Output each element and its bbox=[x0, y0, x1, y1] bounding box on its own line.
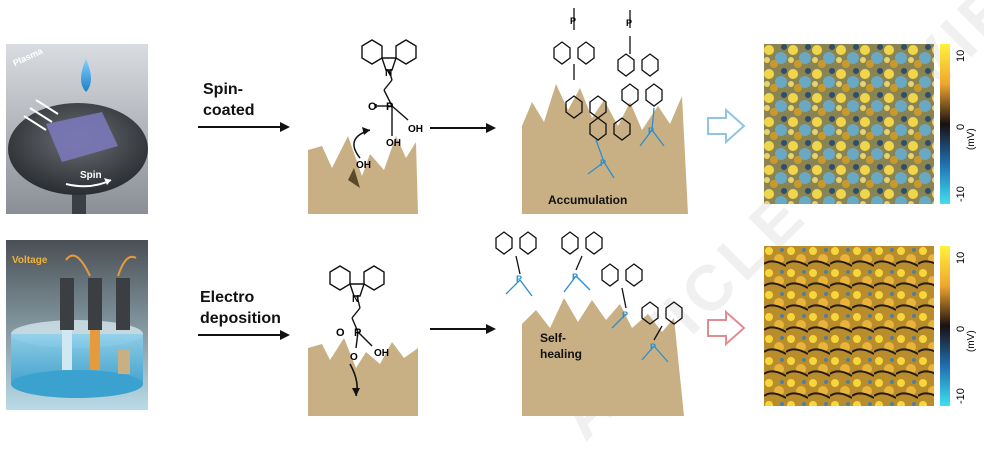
electrodeposition-photo bbox=[6, 240, 148, 410]
svg-text:-10: -10 bbox=[955, 186, 967, 202]
substrate-with-molecule: P O OH OH OH N bbox=[308, 39, 423, 214]
accumulation-label: Accumulation bbox=[548, 193, 627, 207]
svg-text:OH: OH bbox=[374, 348, 389, 359]
accumulation-surface: P P P P Accumulation bbox=[522, 8, 688, 214]
surface-potential-map bbox=[764, 246, 934, 406]
svg-text:P: P bbox=[622, 310, 628, 320]
surface-potential-map bbox=[764, 44, 934, 204]
process-arrow bbox=[198, 122, 290, 132]
self-healing-label: Self- healing bbox=[540, 331, 583, 361]
process-arrow bbox=[430, 123, 496, 133]
substrate-with-deprotonated-molecule: N P O OH O bbox=[308, 265, 418, 416]
red-open-arrow bbox=[707, 310, 746, 346]
phosphorus-label: P bbox=[386, 101, 393, 113]
spin-label: Spin bbox=[80, 170, 102, 181]
svg-text:O: O bbox=[336, 327, 345, 339]
svg-text:P: P bbox=[650, 342, 656, 352]
svg-text:0: 0 bbox=[955, 124, 967, 130]
svg-text:N: N bbox=[385, 68, 392, 79]
svg-text:P: P bbox=[626, 18, 632, 28]
svg-text:P: P bbox=[570, 16, 576, 26]
svg-text:10: 10 bbox=[955, 50, 967, 62]
svg-text:(mV): (mV) bbox=[966, 128, 977, 150]
blue-open-arrow bbox=[707, 108, 746, 144]
svg-text:-10: -10 bbox=[955, 388, 967, 404]
svg-text:O: O bbox=[350, 352, 358, 363]
svg-text:P: P bbox=[600, 158, 606, 168]
carbazole-icon bbox=[361, 39, 417, 136]
svg-text:(mV): (mV) bbox=[966, 330, 977, 352]
method-label-spin-coated: Spin- coated bbox=[203, 81, 255, 119]
self-healing-surface: P P P P bbox=[495, 231, 684, 416]
colorbar bbox=[940, 44, 950, 204]
svg-text:OH: OH bbox=[408, 124, 423, 135]
spin-coater-photo bbox=[6, 44, 148, 214]
process-arrow bbox=[430, 324, 496, 334]
colorbar-labels: 10 0 (mV) -10 bbox=[955, 50, 977, 202]
voltage-label: Voltage bbox=[12, 255, 48, 266]
svg-text:OH: OH bbox=[386, 138, 401, 149]
colorbar bbox=[940, 246, 950, 406]
svg-text:10: 10 bbox=[955, 252, 967, 264]
svg-text:N: N bbox=[352, 294, 359, 305]
process-arrow bbox=[198, 330, 290, 340]
svg-text:P: P bbox=[648, 126, 654, 136]
svg-text:OH: OH bbox=[356, 160, 371, 171]
colorbar-labels: 10 0 (mV) -10 bbox=[955, 252, 977, 404]
svg-text:P: P bbox=[516, 274, 522, 284]
svg-text:P: P bbox=[572, 272, 578, 282]
svg-text:0: 0 bbox=[955, 326, 967, 332]
svg-text:P: P bbox=[354, 327, 361, 339]
method-label-electrodeposition: Electro deposition bbox=[200, 289, 281, 327]
svg-text:O: O bbox=[368, 101, 377, 113]
